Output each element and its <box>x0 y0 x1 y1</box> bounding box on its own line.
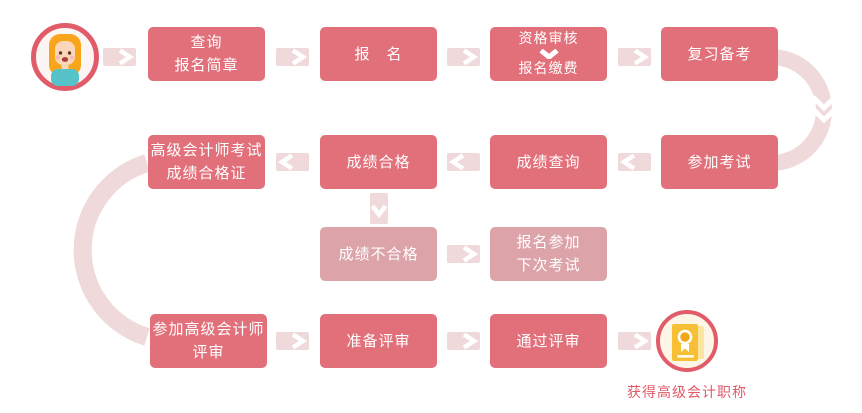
step-label: 成绩不合格 <box>338 244 419 263</box>
step-label: 通过评审 <box>516 331 581 350</box>
step-score-query: 成绩查询 <box>490 135 607 189</box>
candidate-avatar <box>31 23 99 91</box>
result-caption: 获得高级会计职称 <box>627 385 747 401</box>
step-check-notice: 查询 报名简章 <box>148 27 265 81</box>
arrow-right-icon <box>447 245 480 263</box>
step-label: 报名缴费 <box>518 61 579 77</box>
step-retake-next-exam: 报名参加 下次考试 <box>490 227 607 281</box>
certificate-icon <box>672 324 704 361</box>
step-qualification-payment: 资格审核 报名缴费 <box>490 27 607 81</box>
step-take-exam: 参加考试 <box>661 135 778 189</box>
step-score-pass: 成绩合格 <box>320 135 437 189</box>
arrow-right-icon <box>618 332 651 350</box>
step-label: 参加考试 <box>687 152 752 171</box>
curve-left <box>73 154 150 346</box>
step-label: 高级会计师考试 成绩合格证 <box>150 141 263 182</box>
step-label: 报名参加 下次考试 <box>516 233 581 274</box>
chevron-down-icon <box>538 49 559 59</box>
step-prepare-evaluation: 准备评审 <box>320 314 437 368</box>
step-label: 成绩查询 <box>516 152 581 171</box>
arrow-left-icon <box>276 153 309 171</box>
step-label: 参加高级会计师 评审 <box>152 320 265 361</box>
girl-avatar-icon <box>49 34 81 86</box>
step-label: 复习备考 <box>687 44 752 63</box>
step-label: 查询 报名简章 <box>174 33 239 74</box>
step-register: 报 名 <box>320 27 437 81</box>
step-label: 报 名 <box>354 44 403 63</box>
step-score-fail: 成绩不合格 <box>320 227 437 281</box>
arrow-left-icon <box>447 153 480 171</box>
chevron-down-icon <box>43 236 69 265</box>
step-review-prepare: 复习备考 <box>661 27 778 81</box>
arrow-right-icon <box>447 332 480 350</box>
arrow-right-icon <box>447 48 480 66</box>
arrow-left-icon <box>618 153 651 171</box>
curve-right <box>770 49 832 171</box>
arrow-right-icon <box>103 48 136 66</box>
step-label: 资格审核 <box>518 31 579 47</box>
arrow-right-icon <box>618 48 651 66</box>
arrow-down-icon <box>370 193 388 224</box>
step-pass-evaluation: 通过评审 <box>490 314 607 368</box>
certificate-badge <box>656 310 718 372</box>
chevron-down-icon <box>811 95 837 124</box>
arrow-right-icon <box>276 332 309 350</box>
arrow-right-icon <box>276 48 309 66</box>
step-label: 成绩合格 <box>346 152 411 171</box>
step-pass-certificate: 高级会计师考试 成绩合格证 <box>148 135 265 189</box>
step-label: 准备评审 <box>346 331 411 350</box>
step-attend-evaluation: 参加高级会计师 评审 <box>150 314 267 368</box>
